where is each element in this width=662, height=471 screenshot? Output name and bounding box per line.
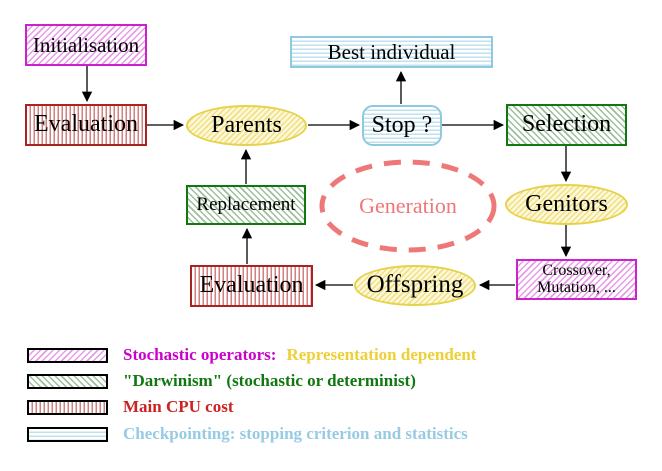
legend-swatch-red-stripes — [27, 399, 108, 415]
node-selection: Selection — [506, 104, 627, 146]
node-best-individual: Best individual — [290, 36, 493, 68]
node-evaluation-top-label: Evaluation — [34, 111, 138, 138]
node-evaluation-bottom: Evaluation — [190, 265, 313, 307]
node-selection-label: Selection — [521, 111, 612, 138]
legend-swatch-cyan-stripes — [27, 426, 108, 442]
generation-loop-text: Generation — [359, 193, 457, 218]
node-offspring-label: Offspring — [366, 271, 464, 299]
node-stop: Stop ? — [362, 105, 442, 146]
node-parents: Parents — [186, 105, 307, 146]
legend-label-stochastic-operators: Stochastic operators: — [123, 345, 277, 364]
node-genitors-label: Genitors — [525, 190, 608, 217]
generation-loop-label: Generation — [322, 184, 494, 228]
node-offspring: Offspring — [354, 265, 476, 306]
legend-row-cpu-cost: Main CPU cost — [27, 397, 233, 417]
legend-label-main-cpu-cost: Main CPU cost — [123, 397, 234, 416]
node-evaluation-bottom-label: Evaluation — [199, 272, 304, 299]
legend-row-darwinism: "Darwinism" (stochastic or determinist) — [27, 371, 416, 391]
node-initialisation: Initialisation — [25, 24, 147, 66]
node-stop-label: Stop ? — [371, 111, 433, 138]
node-crossover-line2: Mutation, ... — [537, 278, 616, 296]
node-replacement: Replacement — [186, 185, 306, 225]
node-replacement-label: Replacement — [196, 194, 296, 216]
legend-label-representation-dependent: Representation dependent — [286, 345, 477, 364]
legend-label-checkpointing: Checkpointing: stopping criterion and st… — [123, 424, 468, 443]
node-crossover-mutation: Crossover, Mutation, ... — [516, 259, 637, 300]
legend-row-checkpointing: Checkpointing: stopping criterion and st… — [27, 424, 468, 444]
legend-swatch-magenta-hatch — [27, 347, 108, 363]
generation-loop-ellipse — [319, 159, 497, 253]
node-parents-label: Parents — [211, 111, 282, 138]
legend-label-darwinism: "Darwinism" (stochastic or determinist) — [123, 371, 416, 390]
node-genitors: Genitors — [505, 184, 628, 225]
node-initialisation-label: Initialisation — [32, 32, 140, 57]
legend-swatch-green-hatch — [27, 373, 108, 389]
node-evaluation-top: Evaluation — [25, 104, 147, 146]
legend-row-stochastic: Stochastic operators: Representation dep… — [27, 345, 476, 365]
node-crossover-line1: Crossover, — [542, 261, 611, 279]
node-best-individual-label: Best individual — [327, 39, 456, 64]
